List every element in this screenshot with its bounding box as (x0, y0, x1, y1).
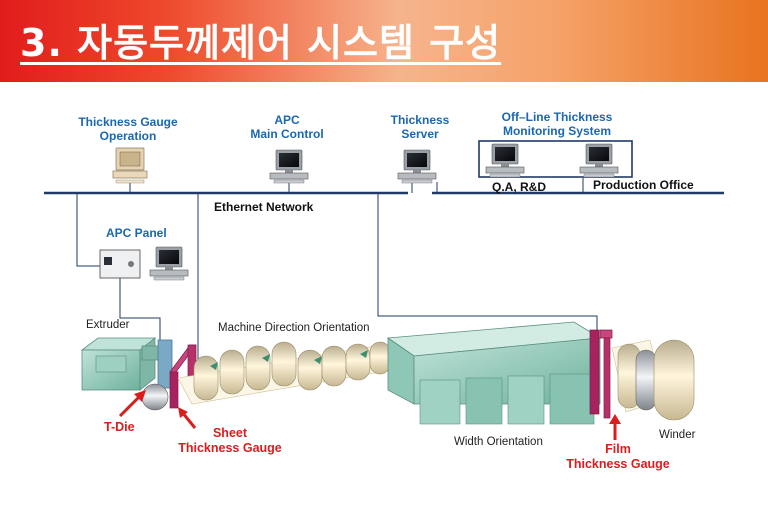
sheet-thickness-gauge-frame (169, 344, 197, 409)
tenter-machine (386, 321, 602, 425)
qa-rnd-computer-icon (485, 143, 525, 178)
mdo-label: Machine Direction Orientation (218, 322, 370, 334)
apc-panel-cabinet-icon (99, 249, 141, 279)
title-banner (0, 0, 768, 82)
winder-label: Winder (659, 429, 696, 441)
slide-title: 3. 자동두께제어 시스템 구성 (20, 21, 502, 65)
apc-main-computer-icon (269, 149, 309, 184)
network-connections (76, 178, 598, 380)
production-office-label: Production Office (593, 178, 694, 192)
mdo-rolls (193, 341, 391, 401)
apc-panel-label: APC Panel (106, 226, 167, 240)
thickness-server-computer-icon (397, 149, 437, 184)
production-office-computer-icon (579, 143, 619, 178)
ethernet-network-label: Ethernet Network (214, 200, 314, 214)
chill-roll (141, 383, 169, 411)
t-die-callout: T-Die (104, 420, 135, 434)
apc-panel-computer-icon (149, 246, 189, 281)
extruder-label: Extruder (86, 319, 130, 331)
extruder-machine (80, 337, 173, 391)
callout-arrowheads (134, 390, 621, 424)
width-orientation-label: Width Orientation (454, 436, 543, 448)
mdo-arrows (210, 350, 368, 370)
qa-rnd-label: Q.A, R&D (492, 180, 546, 194)
winder-rolls (617, 339, 695, 421)
beige-computer-icon (112, 147, 148, 184)
film-thickness-gauge-frame (589, 329, 613, 419)
